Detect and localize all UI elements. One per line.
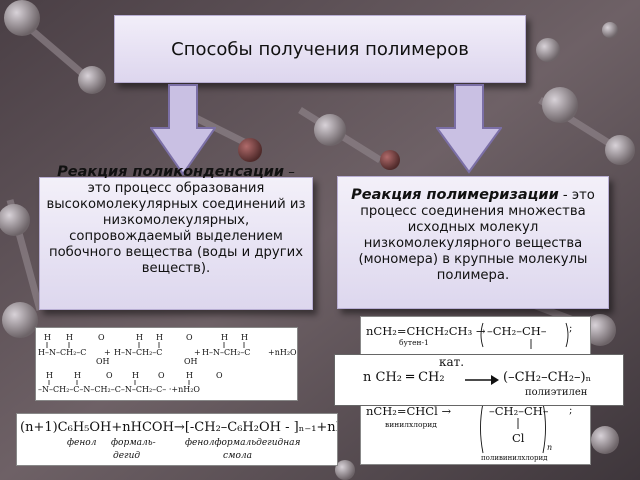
svg-text:H–N–CH₂–C: H–N–CH₂–C <box>202 348 250 357</box>
svg-text:+: + <box>194 348 201 357</box>
butene-label: бутен-1 <box>399 338 429 347</box>
svg-text:H: H <box>74 371 81 380</box>
polymerization-definition: - это процесс соединения множества исход… <box>358 188 595 283</box>
reaction-arrow-icon <box>465 375 499 385</box>
label-resin-1: фенолформальдегидная <box>185 438 301 448</box>
svg-text:;: ; <box>569 323 572 334</box>
vinyl-chloride-product: –CH₂–CH– <box>489 404 549 418</box>
svg-text:+: + <box>104 348 111 357</box>
svg-text:O: O <box>98 333 105 342</box>
svg-text:H: H <box>66 333 73 342</box>
polymer-brackets-drawing: ; ; <box>480 322 572 454</box>
page-title-box: Способы получения полимеров <box>114 15 526 83</box>
svg-text:OH: OH <box>184 357 198 366</box>
svg-text:H–N–CH₂–C: H–N–CH₂–C <box>114 348 162 357</box>
svg-text:;: ; <box>569 405 572 416</box>
vinyl-chloride-subscript: n <box>547 443 553 452</box>
catalyst-label: кат. <box>439 355 465 369</box>
vinyl-chloride-equation: nCH₂=CHCl → <box>366 404 452 418</box>
polyethylene-product: (–CH₂–CH₂–)ₙ <box>503 370 592 385</box>
arrow-down-right-icon <box>436 84 502 174</box>
polycondensation-text: Реакция поликонденсации – это процесс об… <box>46 164 306 277</box>
butene-product: –CH₂–CH– <box>487 324 547 338</box>
svg-text:O: O <box>216 371 223 380</box>
svg-text:OH: OH <box>96 357 110 366</box>
svg-text:H: H <box>156 333 163 342</box>
polycondensation-term: Реакция поликонденсации <box>57 164 285 180</box>
svg-text:H: H <box>241 333 248 342</box>
phenol-formaldehyde-reaction: (n+1)C₆H₅OH+nHCOH→[-CH₂–C₆H₂OH - ]ₙ₋₁+nH… <box>16 413 338 466</box>
svg-text:O: O <box>158 371 165 380</box>
polymerization-card: Реакция полимеризации - это процесс соед… <box>337 176 609 309</box>
polyethylene-reaction: n CH₂ ═ CH₂ кат. (–CH₂–CH₂–)ₙ полиэтилен <box>334 354 624 406</box>
svg-text:H–N–CH₂–C: H–N–CH₂–C <box>38 348 86 357</box>
vinyl-chloride-label: винилхлорид <box>385 420 437 429</box>
svg-text:–N–CH₂–C–N–CH₂–C–N–CH₂–C– ·+nH: –N–CH₂–C–N–CH₂–C–N–CH₂–C– ·+nH₂O <box>38 385 200 394</box>
svg-text:O: O <box>106 371 113 380</box>
svg-text:H: H <box>136 333 143 342</box>
svg-text:H: H <box>44 333 51 342</box>
label-resin-2: смола <box>223 451 253 461</box>
polyethylene-reactant: n CH₂ ═ CH₂ <box>363 370 445 385</box>
polycondensation-definition: – это процесс образования высокомолекуля… <box>46 165 306 276</box>
butene-equation: nCH₂=CHCH₂CH₃ → <box>366 324 486 338</box>
label-formaldehyde-2: дегид <box>113 451 141 461</box>
arrow-down-left-icon <box>150 84 216 176</box>
svg-text:O: O <box>186 333 193 342</box>
polymerization-term: Реакция полимеризации <box>351 187 559 203</box>
svg-text:H: H <box>132 371 139 380</box>
page-title: Способы получения полимеров <box>171 38 469 60</box>
polycondensation-card: Реакция поликонденсации – это процесс об… <box>39 164 313 310</box>
svg-text:+nH₂O: +nH₂O <box>268 348 297 357</box>
phenol-formaldehyde-equation: (n+1)C₆H₅OH+nHCOH→[-CH₂–C₆H₂OH - ]ₙ₋₁+nH… <box>20 420 338 435</box>
label-phenol: фенол <box>67 438 97 448</box>
svg-text:H: H <box>186 371 193 380</box>
svg-text:H: H <box>46 371 53 380</box>
svg-text:H: H <box>221 333 228 342</box>
polyethylene-label: полиэтилен <box>525 387 588 398</box>
label-formaldehyde-1: формаль- <box>111 438 156 448</box>
polyvinylchloride-label: поливинилхлорид <box>481 454 548 462</box>
vinyl-chloride-substituent: Cl <box>512 431 525 445</box>
